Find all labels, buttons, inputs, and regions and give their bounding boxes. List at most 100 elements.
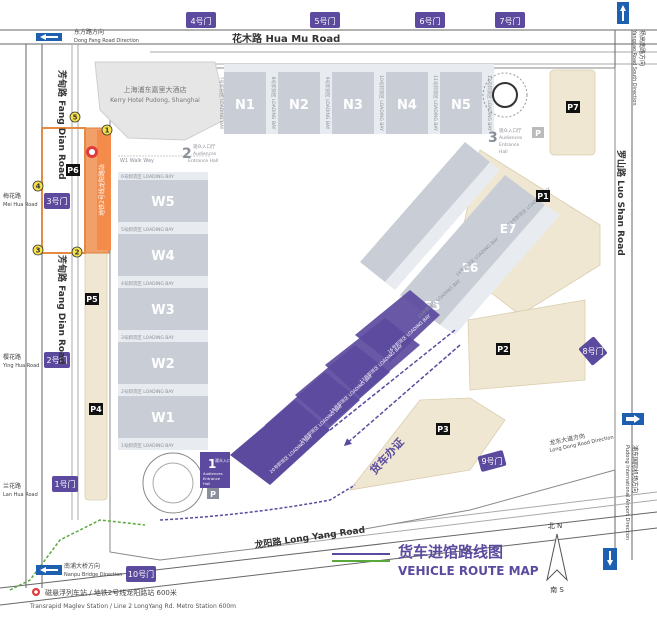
hotel-name-cn: 上海浦东嘉里大酒店	[124, 85, 187, 94]
svg-text:杨高南路方向: 杨高南路方向	[638, 30, 646, 66]
bay-n9: 9号卸货区 LOADING BAY	[324, 77, 331, 130]
vehicle-route-2	[343, 344, 461, 446]
hall-e3-label: E3	[363, 398, 382, 414]
hall-n2-label: N2	[289, 98, 309, 113]
svg-text:磁悬浮列车站 / 地铁2号线龙阳路站 600米: 磁悬浮列车站 / 地铁2号线龙阳路站 600米	[45, 588, 177, 597]
west-halls	[118, 172, 208, 450]
svg-text:2: 2	[182, 146, 192, 162]
svg-text:浦东国际机场方向: 浦东国际机场方向	[631, 445, 639, 493]
road-fangdian-lower: 芳甸路 Fang Dian Road	[56, 255, 68, 365]
gate-3: 3号门	[46, 196, 67, 206]
vehicle-route-3	[159, 484, 356, 521]
green-route	[9, 519, 146, 591]
hotel-name-en: Kerry Hotel Pudong, Shanghai	[110, 97, 200, 104]
entrance-hall-2: 2 观众入口厅 Audiences Entrance Hall	[182, 144, 218, 164]
hall-n3	[332, 72, 374, 134]
legend-title-cn: 货车进馆路线图	[398, 543, 503, 561]
hall-n4	[386, 72, 428, 134]
metro-station-label: 地铁2号线龙阳路站	[98, 164, 106, 216]
gate-1: 1号门	[54, 479, 75, 489]
gate-7: 7号门	[499, 16, 520, 26]
svg-text:P1: P1	[537, 192, 549, 201]
bay-w2: 2号卸货区 LOADING BAY	[121, 388, 174, 395]
entrance-hall-1: 1 观众入口厅 Audiences Entrance Hall	[200, 452, 235, 488]
bay-w6: 6号卸货区 LOADING BAY	[121, 173, 174, 180]
svg-text:P4: P4	[90, 405, 102, 414]
gate-5: 5号门	[314, 16, 335, 26]
hall-n5-label: N5	[451, 98, 471, 113]
svg-text:Audiences: Audiences	[193, 151, 217, 157]
svg-text:Yanggao Road South Direction: Yanggao Road South Direction	[631, 29, 637, 106]
bay-w5: 5号卸货区 LOADING BAY	[121, 226, 174, 233]
hall-n4-label: N4	[397, 98, 417, 113]
svg-text:P6: P6	[67, 166, 79, 175]
parking-labels: P1 P2 P3 P4 P5 P6 P7 P P	[66, 101, 580, 499]
north-plaza-core	[492, 82, 518, 108]
hall-e6-label: E6	[462, 261, 479, 275]
hall-n3-label: N3	[343, 98, 363, 113]
gate-6: 6号门	[419, 16, 440, 26]
gate-10: 10号门	[128, 569, 154, 579]
gate-8: 8号门	[582, 346, 603, 356]
legend: 货车进馆路线图 VEHICLE ROUTE MAP	[332, 543, 539, 578]
east-halls-gray	[360, 142, 560, 335]
svg-text:Entrance: Entrance	[203, 476, 221, 481]
north-plaza	[482, 72, 528, 118]
bay-n12: 12号卸货区 LOADING BAY	[486, 75, 493, 131]
hall-e4-label: E4	[401, 363, 421, 379]
svg-text:P: P	[210, 490, 216, 499]
hall-n5	[440, 72, 482, 134]
svg-text:Audiences: Audiences	[203, 471, 223, 476]
svg-text:P: P	[535, 129, 541, 138]
hall-w4-label: W4	[151, 249, 174, 264]
svg-text:Audiences: Audiences	[499, 135, 523, 141]
metro-station-outline	[41, 127, 86, 254]
gate-4: 4号门	[190, 16, 211, 26]
svg-text:Ying Hua Road: Ying Hua Road	[2, 363, 39, 369]
svg-text:南 S: 南 S	[550, 585, 564, 594]
svg-text:P3: P3	[437, 425, 448, 434]
svg-text:3: 3	[488, 130, 498, 146]
bay-w1: 1号卸货区 LOADING BAY	[121, 442, 174, 449]
svg-text:P5: P5	[86, 295, 98, 304]
svg-text:Lan Hua Road: Lan Hua Road	[3, 492, 38, 498]
svg-text:Transrapid Maglev Station / Li: Transrapid Maglev Station / Line 2 LongY…	[29, 603, 236, 610]
svg-text:Hall: Hall	[499, 149, 508, 155]
svg-text:南浦大桥方向: 南浦大桥方向	[64, 562, 100, 570]
road-huamu: 花木路 Hua Mu Road	[232, 32, 340, 45]
svg-text:1: 1	[105, 127, 110, 135]
svg-text:4: 4	[36, 183, 41, 191]
gate-2: 2号门	[46, 355, 67, 365]
svg-text:3: 3	[36, 247, 41, 255]
walkway-label: W1 Walk Way	[120, 158, 154, 164]
svg-text:Entrance Hall: Entrance Hall	[188, 158, 218, 164]
hall-w1-label: W1	[151, 411, 174, 426]
svg-text:东方路方向: 东方路方向	[74, 28, 104, 36]
bay-w4: 4号卸货区 LOADING BAY	[121, 280, 174, 287]
gate-9: 9号门	[481, 456, 502, 466]
side-street-labels: 梅花路 Mei Hua Road 樱花路 Ying Hua Road 兰花路 L…	[2, 192, 39, 498]
bay-n8: 8号卸货区 LOADING BAY	[270, 77, 277, 130]
bay-n7: 7号卸货区 LOADING BAY	[218, 77, 225, 130]
svg-text:Mei Hua Road: Mei Hua Road	[3, 202, 38, 208]
svg-text:北 N: 北 N	[548, 522, 562, 530]
svg-text:Dong Fang Road Direction: Dong Fang Road Direction	[74, 38, 139, 44]
hall-w2-label: W2	[151, 357, 174, 372]
svg-text:兰花路: 兰花路	[3, 482, 21, 490]
hall-e7-label: E7	[500, 222, 517, 236]
east-halls-purple	[230, 290, 440, 485]
entrance-hall-3: 3 观众入口厅 Audiences Entrance Hall	[488, 128, 523, 155]
hall-w3-label: W3	[151, 303, 174, 318]
svg-text:Pudong International Airport D: Pudong International Airport Direction	[624, 445, 630, 540]
hotel-building	[94, 61, 229, 141]
svg-text:梅花路: 梅花路	[3, 192, 21, 200]
svg-text:Hall: Hall	[203, 481, 210, 486]
hall-n2	[278, 72, 320, 134]
bay-n10: 10号卸货区 LOADING BAY	[378, 75, 385, 131]
gate-markers: 4号门 5号门 6号门 7号门 3号门 2号门 1号门 8号门 9号门 10号门	[44, 12, 607, 582]
svg-text:Nanpu Bridge Direction: Nanpu Bridge Direction	[64, 572, 122, 578]
north-halls	[224, 64, 494, 134]
compass: 北 N 南 S	[546, 522, 568, 594]
svg-text:P7: P7	[567, 103, 578, 112]
hall-e2-label: E2	[327, 435, 346, 451]
